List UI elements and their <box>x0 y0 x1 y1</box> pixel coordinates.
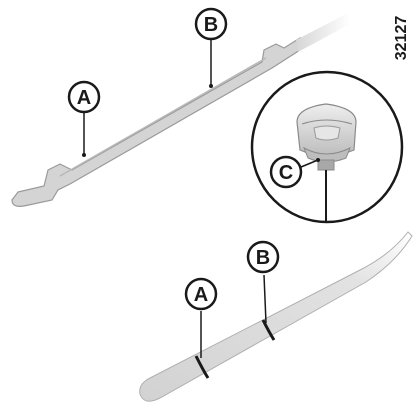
label-a-top-text: A <box>77 87 91 109</box>
round-dipstick <box>139 231 413 402</box>
handle-detail-inset <box>250 70 404 224</box>
figure-reference-number-text: 32127 <box>393 15 410 61</box>
figure-reference-number: 32127 <box>392 8 412 68</box>
label-a-bottom-text: A <box>194 284 208 306</box>
label-b-bottom: B <box>246 240 280 324</box>
label-b-top: B <box>194 7 228 86</box>
label-b-bottom-text: B <box>256 247 270 269</box>
flat-dipstick-shaft <box>296 12 350 52</box>
flat-dipstick-ridge <box>59 57 267 177</box>
label-a-top: A <box>67 80 101 155</box>
flat-dipstick-body <box>11 36 301 207</box>
label-c: C <box>269 155 319 189</box>
round-dipstick-mark-a <box>194 355 210 379</box>
label-c-text: C <box>279 162 293 184</box>
round-dipstick-shaft <box>139 231 413 402</box>
dipstick-handle <box>296 103 357 171</box>
round-dipstick-mark-b <box>261 319 276 341</box>
label-b-top-text: B <box>204 14 218 36</box>
label-a-bottom: A <box>184 277 218 358</box>
